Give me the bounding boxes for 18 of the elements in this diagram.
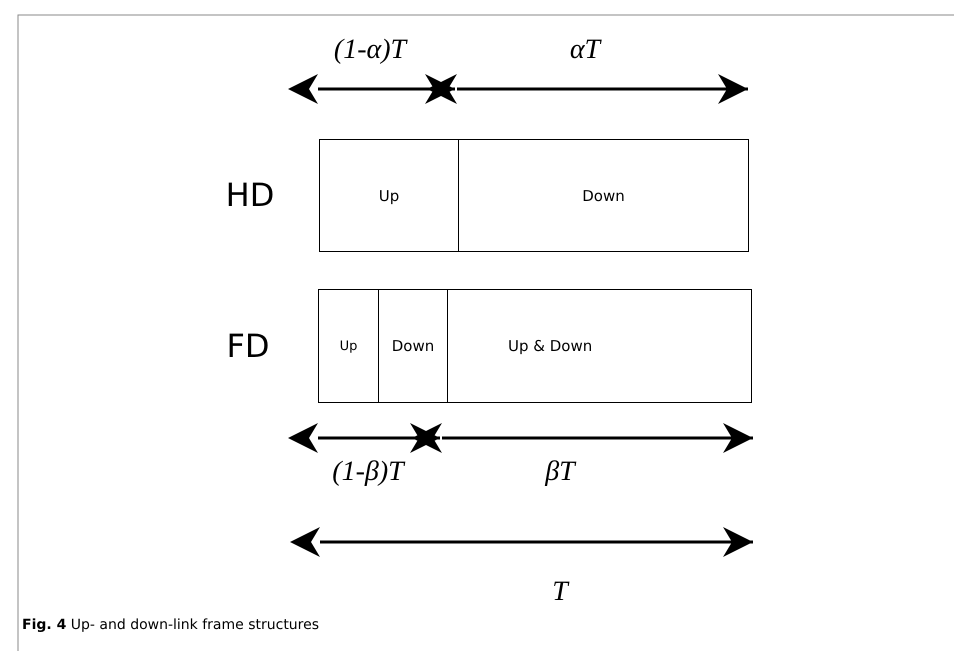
duration-label: (1-β)T xyxy=(332,456,404,488)
segment-label: Up xyxy=(340,338,358,354)
mode-label: HD xyxy=(226,176,274,214)
duration-label: (1-α)T xyxy=(334,34,406,66)
duration-label: αT xyxy=(570,34,600,66)
duration-label: βT xyxy=(545,456,575,488)
segment-label: Up & Down xyxy=(508,337,592,355)
segment-label: Down xyxy=(392,337,434,355)
frame-segment xyxy=(318,289,379,403)
duration-label: T xyxy=(552,576,568,608)
frame-segment xyxy=(319,139,459,252)
segment-label: Down xyxy=(582,186,625,204)
mode-label: FD xyxy=(226,327,270,365)
figure-caption: Fig. 4 Up- and down-link frame structures xyxy=(22,617,320,633)
frame-segment xyxy=(458,139,749,252)
segment-label: Up xyxy=(378,186,400,204)
frame-segment xyxy=(447,289,752,403)
frame-segment xyxy=(378,289,448,403)
